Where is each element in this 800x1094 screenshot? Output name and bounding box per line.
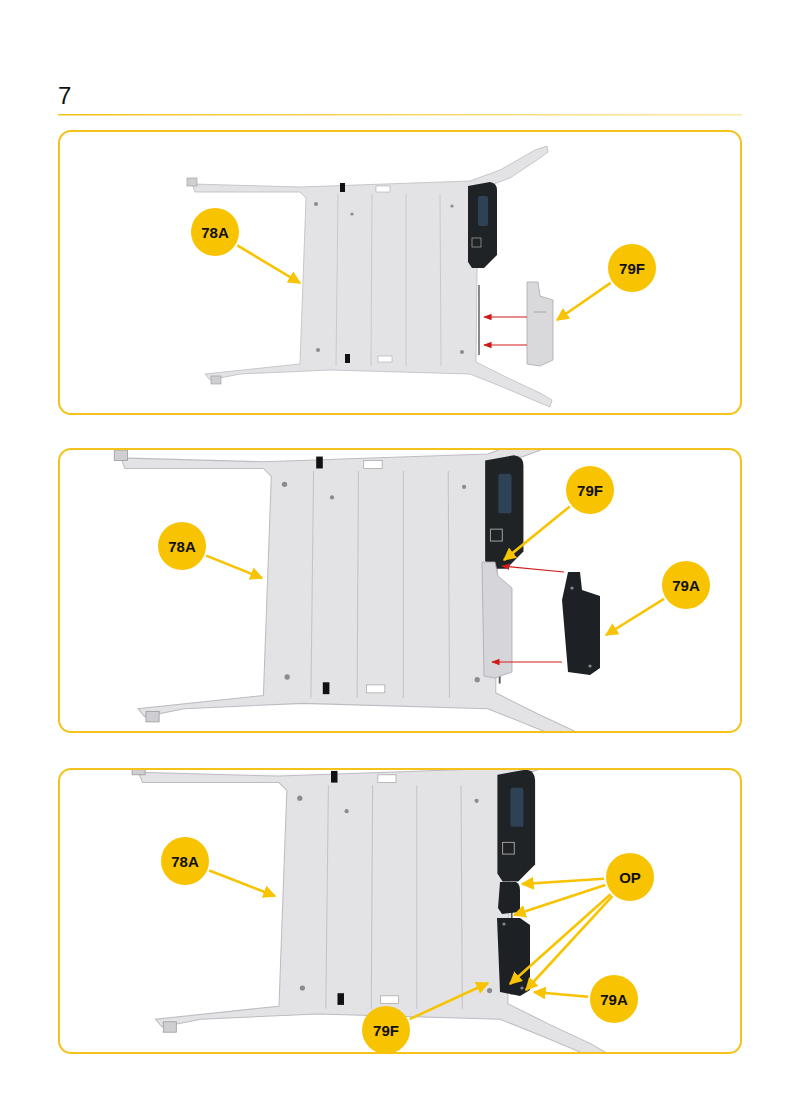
headliner-view xyxy=(187,146,553,407)
leader-arrow xyxy=(237,245,300,283)
callout-text: 78A xyxy=(171,853,199,870)
callout-number: 78A xyxy=(161,837,209,885)
callout-text: 79A xyxy=(672,577,700,594)
headliner-view xyxy=(114,450,600,731)
leader-arrow xyxy=(534,992,588,997)
callout-number: 78A xyxy=(191,208,239,256)
callout-text: 79F xyxy=(619,260,645,277)
leader-arrow xyxy=(410,983,488,1019)
leader-arrow xyxy=(209,870,275,896)
step-panel xyxy=(59,131,741,414)
callout-text: OP xyxy=(619,869,641,886)
callout-number: OP xyxy=(606,853,654,901)
leader-arrow xyxy=(606,599,664,635)
callout-number: 79F xyxy=(362,1006,410,1054)
page-number-rule xyxy=(58,114,742,116)
callout-number: 79F xyxy=(566,466,614,514)
callout-text: 78A xyxy=(201,224,229,241)
callout-number: 78A xyxy=(158,522,206,570)
callout-number: 79A xyxy=(590,975,638,1023)
leader-arrow xyxy=(504,506,570,560)
leader-arrow xyxy=(522,879,604,884)
callout-text: 78A xyxy=(168,538,196,555)
callout-text: 79A xyxy=(600,991,628,1008)
callout-number: 79F xyxy=(608,244,656,292)
leader-arrow xyxy=(526,896,612,990)
callout-text: 79F xyxy=(577,482,603,499)
leader-arrow xyxy=(510,894,611,984)
page-number: 7 xyxy=(58,82,71,110)
leader-arrow xyxy=(206,556,262,578)
callout-text: 79F xyxy=(373,1022,399,1039)
leader-arrow xyxy=(557,283,611,320)
callout-number: 79A xyxy=(662,561,710,609)
headliner-view xyxy=(132,770,607,1052)
